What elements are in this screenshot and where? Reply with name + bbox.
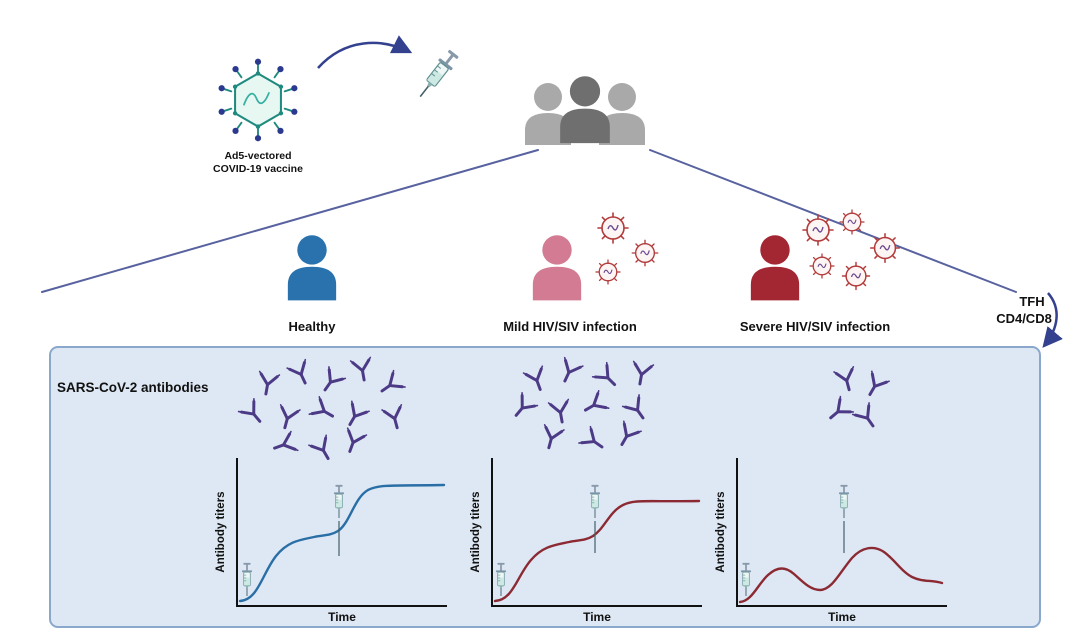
chart-mild: Antibody titers Time (470, 458, 702, 624)
chart-severe-ylabel: Antibody titers (715, 491, 727, 572)
hiv-particles-mild (595, 212, 659, 285)
vaccine-label-line1: Ad5-vectored (224, 150, 291, 162)
chart-mild-xlabel: Time (583, 610, 611, 624)
mild-infection-label: Mild HIV/SIV infection (503, 319, 637, 334)
results-panel (49, 346, 1041, 628)
chart-healthy-xlabel: Time (328, 610, 356, 624)
tfh-label: TFH (1019, 294, 1044, 309)
chart-healthy-curve (238, 483, 446, 603)
chart-healthy-ylabel: Antibody titers (215, 491, 227, 572)
healthy-person-icon (287, 235, 337, 301)
hiv-particles-severe (802, 209, 901, 291)
chart-mild-ylabel: Antibody titers (470, 491, 482, 572)
vaccine-to-syringe-arrow (317, 35, 413, 69)
chart-mild-curve (493, 499, 701, 603)
chart-healthy-axes (236, 458, 447, 607)
cd4cd8-label: CD4/CD8 (996, 311, 1052, 326)
chart-mild-axes (491, 458, 702, 607)
panel-title: SARS-CoV-2 antibodies (57, 380, 209, 395)
tfh-arrow (1042, 292, 1063, 348)
vaccine-label-line2: COVID-19 vaccine (213, 163, 303, 175)
branch-line-right (649, 149, 1017, 293)
chart-severe: Antibody titers Time (715, 458, 947, 624)
chart-healthy: Antibody titers Time (215, 458, 447, 624)
chart-severe-axes (736, 458, 947, 607)
people-group-icon (525, 76, 645, 145)
severe-infection-label: Severe HIV/SIV infection (740, 319, 890, 334)
chart-severe-xlabel: Time (828, 610, 856, 624)
chart-severe-curve (738, 546, 944, 604)
mild-infection-person-icon (532, 235, 582, 301)
branch-line-left (41, 149, 539, 293)
healthy-label: Healthy (289, 319, 337, 334)
ad5-virus-icon (218, 58, 298, 142)
severe-infection-person-icon (750, 235, 800, 301)
syringe-icon (412, 47, 462, 103)
